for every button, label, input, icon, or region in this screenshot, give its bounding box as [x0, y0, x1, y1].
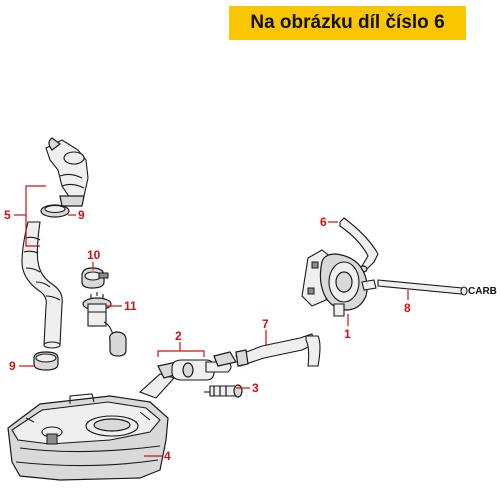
filler-hose: [21, 221, 63, 349]
callout-4: 4: [164, 449, 171, 463]
hose-clip-lower: [33, 351, 59, 371]
fuel-gauge-sender: [82, 292, 127, 357]
carb-label: CARB: [468, 286, 497, 297]
part-number-banner: Na obrázku díl číslo 6: [229, 6, 466, 40]
hose-clip-upper: [40, 204, 70, 218]
fuel-filter: [204, 384, 243, 398]
callout-7: 7: [262, 317, 269, 331]
callout-3: 3: [252, 381, 259, 395]
callout-11: 11: [124, 299, 137, 313]
fuel-hose: [235, 333, 321, 367]
callout-10: 10: [87, 248, 101, 262]
callout-1: 1: [344, 327, 351, 341]
pump-clamp: [81, 267, 109, 289]
fuel-tank: [7, 393, 169, 481]
callout-6: 6: [320, 215, 327, 229]
leader-lines: [14, 185, 409, 457]
callout-5: 5: [4, 208, 11, 222]
filler-neck: [45, 137, 89, 207]
callout-9-lower: 9: [9, 359, 16, 373]
carb-hose: [377, 279, 468, 296]
callout-9-upper: 9: [78, 208, 85, 222]
fuel-pump: [301, 249, 377, 317]
callout-2: 2: [175, 329, 182, 343]
callout-8: 8: [404, 301, 411, 315]
fuel-filter-assembly: [138, 351, 237, 399]
